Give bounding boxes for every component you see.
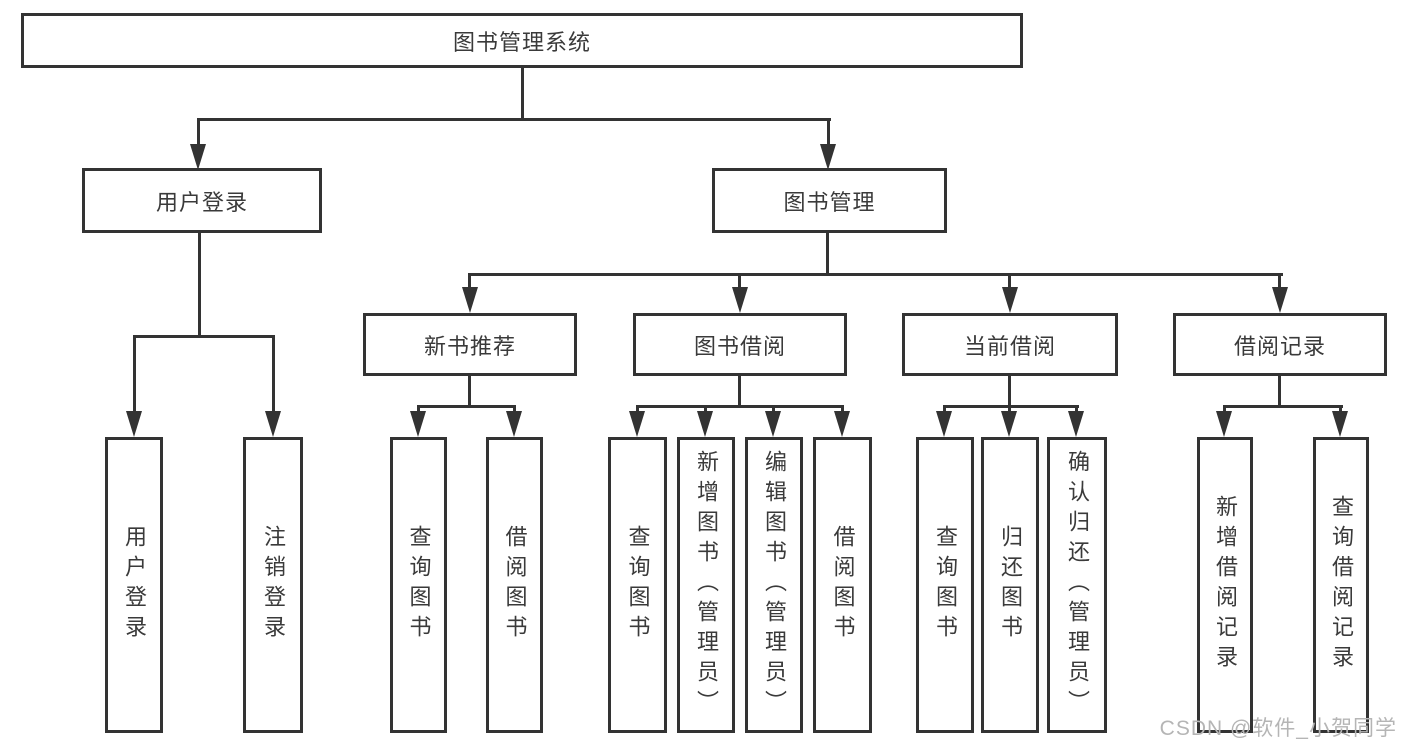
node-label: 查询借阅记录 — [1329, 495, 1354, 675]
arrow-down-icon — [820, 144, 836, 170]
connector-line — [513, 405, 516, 415]
node-label: 归还图书 — [998, 525, 1023, 645]
node-leaf-query-borrow-record: 查询借阅记录 — [1313, 437, 1369, 733]
node-root-system: 图书管理系统 — [21, 13, 1023, 68]
node-leaf-query-books-2: 查询图书 — [608, 437, 667, 733]
connector-line — [1008, 405, 1011, 415]
arrow-down-icon — [1332, 411, 1348, 437]
arrow-down-icon — [1068, 411, 1084, 437]
connector-line — [826, 233, 829, 275]
connector-line — [738, 273, 741, 291]
connector-line — [943, 405, 946, 415]
connector-line — [1075, 405, 1078, 415]
connector-line — [272, 335, 275, 413]
connector-line — [738, 376, 741, 408]
node-label: 图书借阅 — [693, 333, 786, 359]
arrow-down-icon — [765, 411, 781, 437]
connector-line — [1008, 273, 1011, 291]
arrow-down-icon — [506, 411, 522, 437]
connector-line — [521, 68, 524, 120]
connector-line — [468, 273, 471, 291]
node-leaf-logout: 注销登录 — [243, 437, 303, 733]
connector-line — [133, 335, 136, 413]
arrow-down-icon — [462, 287, 478, 313]
node-label: 图书管理系统 — [452, 29, 591, 55]
node-label: 用户登录 — [122, 525, 147, 645]
connector-line — [827, 118, 830, 148]
arrow-down-icon — [629, 411, 645, 437]
node-label: 确认归还（管理员） — [1065, 450, 1090, 720]
connector-line — [636, 405, 844, 408]
arrow-down-icon — [126, 411, 142, 437]
node-label: 新书推荐 — [423, 333, 516, 359]
arrow-down-icon — [190, 144, 206, 170]
node-label: 当前借阅 — [963, 333, 1056, 359]
csdn-watermark: CSDN @软件_小贺同学 — [1159, 717, 1397, 740]
node-book-borrow: 图书借阅 — [633, 313, 847, 376]
arrow-down-icon — [410, 411, 426, 437]
node-borrow-record: 借阅记录 — [1173, 313, 1387, 376]
node-label: 新增图书（管理员） — [694, 450, 719, 720]
connector-line — [704, 405, 707, 415]
connector-line — [943, 405, 1079, 408]
node-leaf-borrow-books-2: 借阅图书 — [813, 437, 872, 733]
arrow-down-icon — [936, 411, 952, 437]
node-leaf-edit-books-admin: 编辑图书（管理员） — [745, 437, 803, 733]
node-book-management: 图书管理 — [712, 168, 947, 233]
node-user-login: 用户登录 — [82, 168, 322, 233]
connector-line — [133, 335, 275, 338]
node-label: 借阅记录 — [1233, 333, 1326, 359]
arrow-down-icon — [697, 411, 713, 437]
connector-line — [197, 118, 200, 148]
node-label: 查询图书 — [406, 525, 432, 645]
node-current-borrow: 当前借阅 — [902, 313, 1118, 376]
connector-line — [417, 405, 516, 408]
node-new-book-recommend: 新书推荐 — [363, 313, 577, 376]
node-label: 用户登录 — [155, 189, 248, 215]
connector-line — [1223, 405, 1343, 408]
connector-line — [197, 118, 831, 121]
connector-line — [198, 233, 201, 337]
node-label: 图书管理 — [783, 189, 876, 215]
connector-line — [1223, 405, 1226, 415]
node-label: 借阅图书 — [502, 525, 528, 645]
connector-line — [468, 273, 1283, 276]
arrow-down-icon — [732, 287, 748, 313]
connector-line — [772, 405, 775, 415]
connector-line — [1278, 273, 1281, 291]
node-label: 新增借阅记录 — [1213, 495, 1238, 675]
arrow-down-icon — [1216, 411, 1232, 437]
connector-line — [1339, 405, 1342, 415]
connector-line — [1278, 376, 1281, 408]
node-leaf-query-books-3: 查询图书 — [916, 437, 974, 733]
arrow-down-icon — [834, 411, 850, 437]
arrow-down-icon — [1002, 287, 1018, 313]
node-label: 查询图书 — [625, 525, 651, 645]
connector-line — [417, 405, 420, 415]
arrow-down-icon — [1001, 411, 1017, 437]
connector-line — [1008, 376, 1011, 408]
node-label: 编辑图书（管理员） — [762, 450, 787, 720]
arrow-down-icon — [1272, 287, 1288, 313]
arrow-down-icon — [265, 411, 281, 437]
connector-line — [468, 376, 471, 408]
node-leaf-confirm-return-admin: 确认归还（管理员） — [1047, 437, 1107, 733]
node-leaf-add-books-admin: 新增图书（管理员） — [677, 437, 735, 733]
connector-line — [636, 405, 639, 415]
node-leaf-user-login: 用户登录 — [105, 437, 163, 733]
node-leaf-add-borrow-record: 新增借阅记录 — [1197, 437, 1253, 733]
connector-line — [841, 405, 844, 415]
node-leaf-return-books: 归还图书 — [981, 437, 1039, 733]
node-label: 注销登录 — [261, 525, 286, 645]
node-leaf-borrow-books-1: 借阅图书 — [486, 437, 543, 733]
node-label: 查询图书 — [933, 525, 958, 645]
node-leaf-query-books-1: 查询图书 — [390, 437, 447, 733]
node-label: 借阅图书 — [830, 525, 856, 645]
